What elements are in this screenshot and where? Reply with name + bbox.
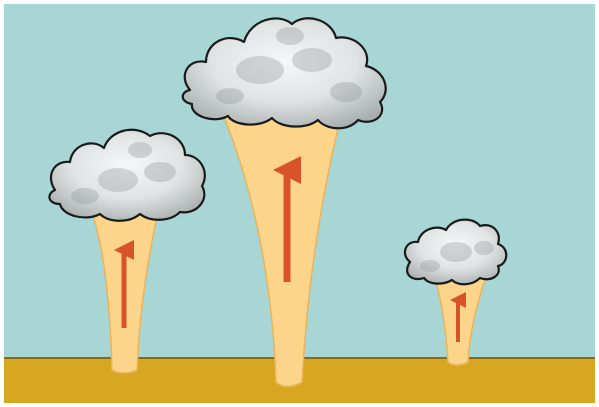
thermal-updraft-illustration <box>0 0 599 407</box>
